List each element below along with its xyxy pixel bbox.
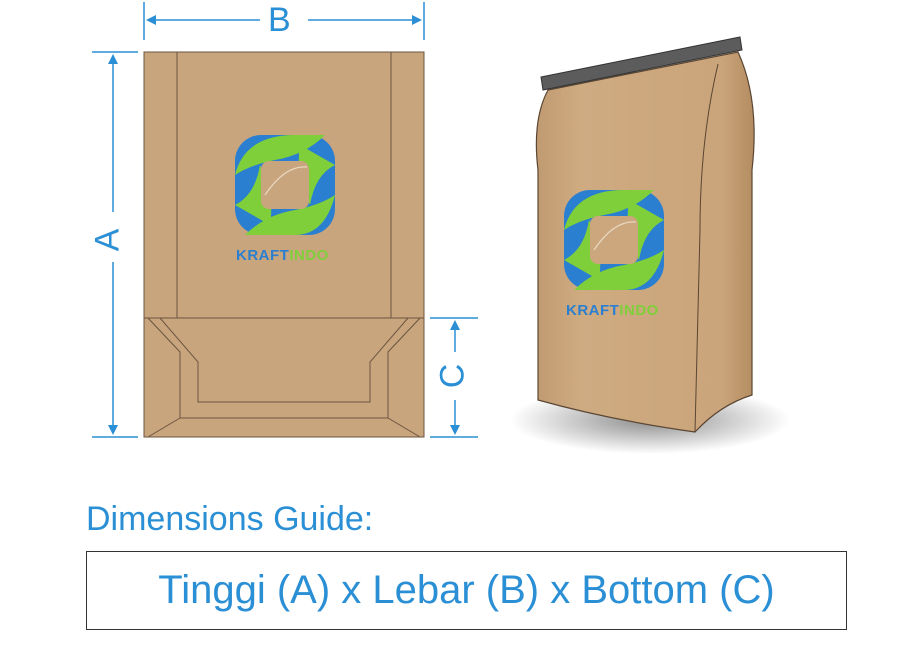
brand-part2-3d: INDO [619, 302, 659, 319]
flat-bag-flap-left-edge [147, 417, 181, 438]
flat-bag-bottom-flap-outer [147, 317, 421, 419]
brand-part1: KRAFT [236, 247, 290, 264]
dimension-c-line [430, 317, 478, 438]
brand-wordmark: KRAFTINDO [236, 247, 329, 264]
dimension-b-line [143, 2, 425, 40]
kraftindo-logo-3d-icon [564, 190, 664, 290]
dimension-c-label: C [433, 363, 472, 389]
flat-bag-flap-right-edge [387, 417, 421, 438]
standing-bag-side-crease [694, 63, 719, 433]
flat-bag [143, 51, 425, 438]
guide-title: Dimensions Guide: [86, 500, 374, 538]
brand-part2: INDO [289, 247, 329, 264]
flat-bag-body [143, 51, 425, 438]
dimension-a-label: A [88, 228, 127, 252]
brand-wordmark-3d: KRAFTINDO [566, 302, 659, 319]
formula-text: Tinggi (A) x Lebar (B) x Bottom (C) [158, 568, 775, 612]
kraftindo-logo-icon [235, 135, 335, 235]
brand-part1-3d: KRAFT [566, 302, 620, 319]
dimension-a-line [92, 51, 138, 438]
dimension-b-label: B [268, 1, 291, 39]
standing-bag-top-seal [540, 36, 743, 91]
flat-bag-bottom-flap-inner [159, 317, 409, 403]
formula-box: Tinggi (A) x Lebar (B) x Bottom (C) [86, 551, 847, 630]
